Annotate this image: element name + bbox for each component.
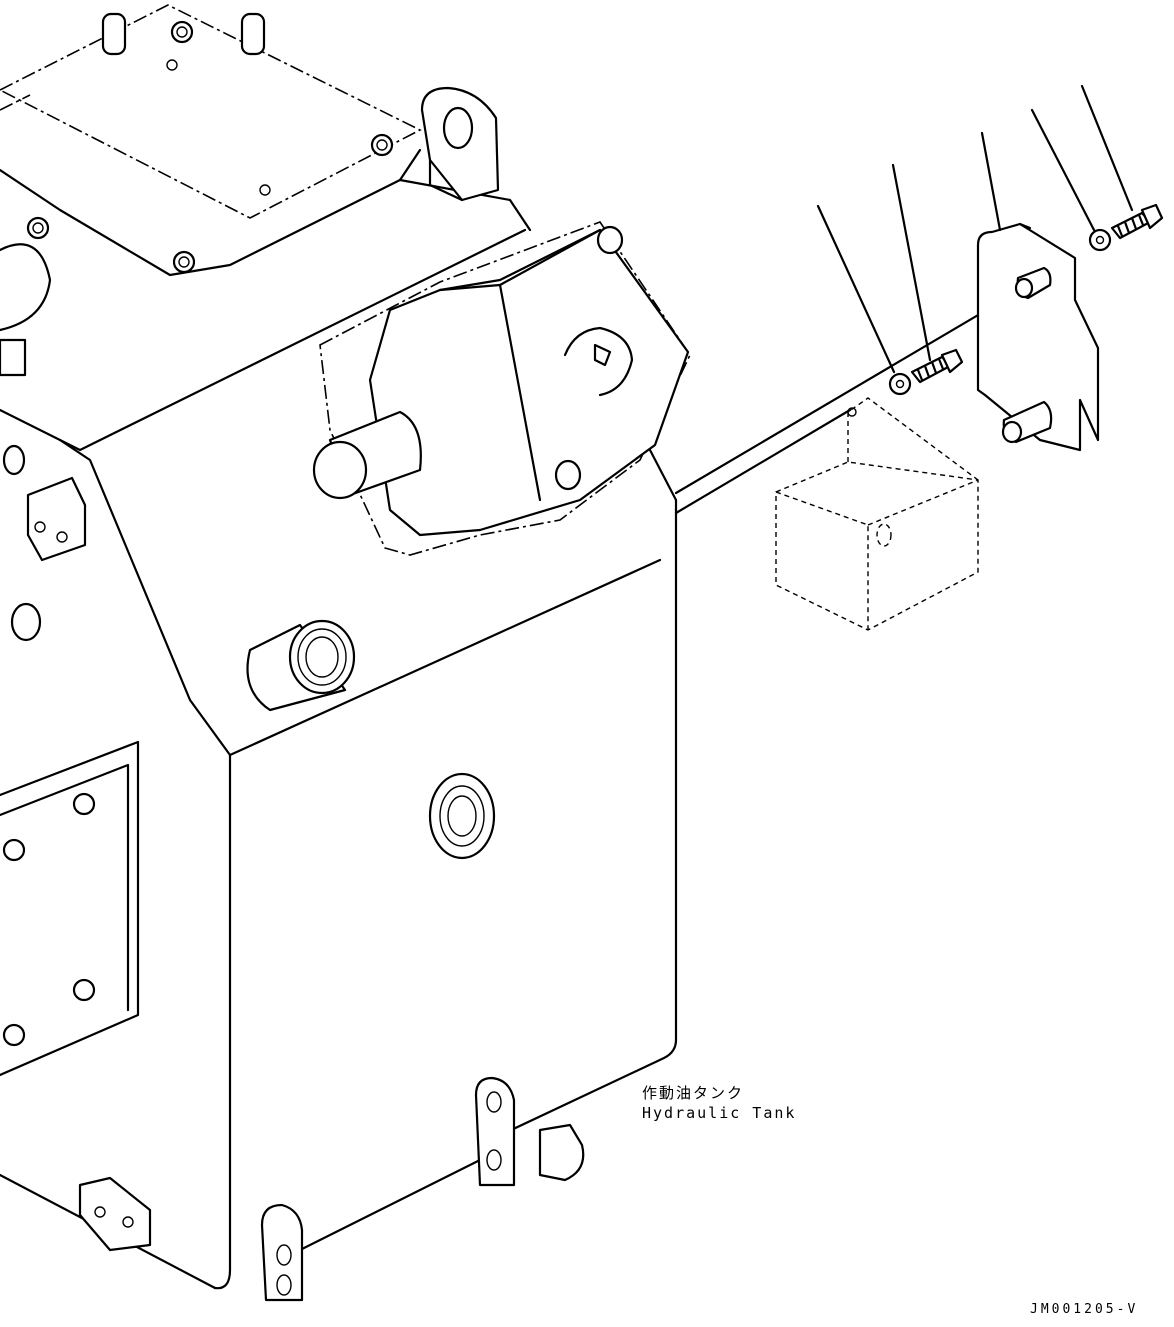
bracket [976,222,1100,452]
bolt-right [1110,203,1164,240]
mount-block-bottom [78,1176,152,1252]
tank-right-edge [488,498,678,1142]
sight-gauge-lower [428,772,496,860]
assembly-lines [674,286,1026,515]
bolt-left [910,348,964,384]
figure-id: JM001205-V [1030,1302,1139,1317]
sight-gauge-upper [246,619,356,712]
filter-housing [312,221,691,556]
battery-box [775,397,979,631]
mount-block-left [26,476,87,562]
leader-lines [816,84,1134,374]
top-edge [0,148,422,277]
tank-label-english: Hydraulic Tank [642,1104,797,1122]
lifting-eye-top [420,86,500,202]
lifting-eye-bottom-left [260,1203,304,1302]
lifting-eye-bottom-right [474,1076,585,1187]
tank-front-corner [213,753,232,1290]
tank-top-cover [0,4,422,219]
washer-right [1088,228,1112,252]
washer-left [888,372,912,396]
cover-bolts [26,20,394,274]
tank-left-edge [0,408,232,757]
hydraulic-tank [0,4,691,1302]
tank-label-japanese: 作動油タンク [642,1084,745,1102]
